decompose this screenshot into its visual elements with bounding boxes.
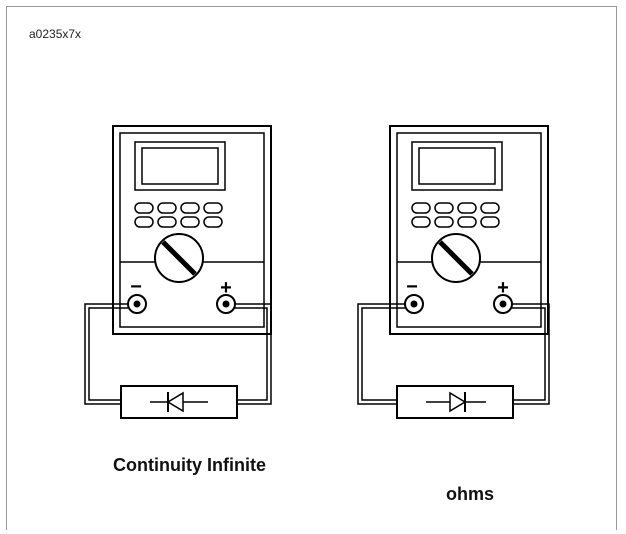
negative-terminal-right: −: [406, 276, 418, 298]
multimeter-right: [390, 126, 548, 334]
negative-terminal-left: −: [130, 276, 142, 298]
multimeter-left: [113, 126, 271, 334]
test-leads-right: [357, 303, 550, 405]
test-leads-left: [84, 303, 272, 405]
diode-symbol-right: [449, 391, 467, 413]
figure-id: a0235x7x: [29, 27, 82, 41]
caption-left: Continuity Infinite: [113, 455, 266, 475]
caption-right: ohms: [446, 484, 495, 504]
positive-terminal-right: +: [497, 277, 509, 299]
diode-symbol-left: [166, 391, 184, 413]
positive-terminal-left: +: [220, 277, 232, 299]
